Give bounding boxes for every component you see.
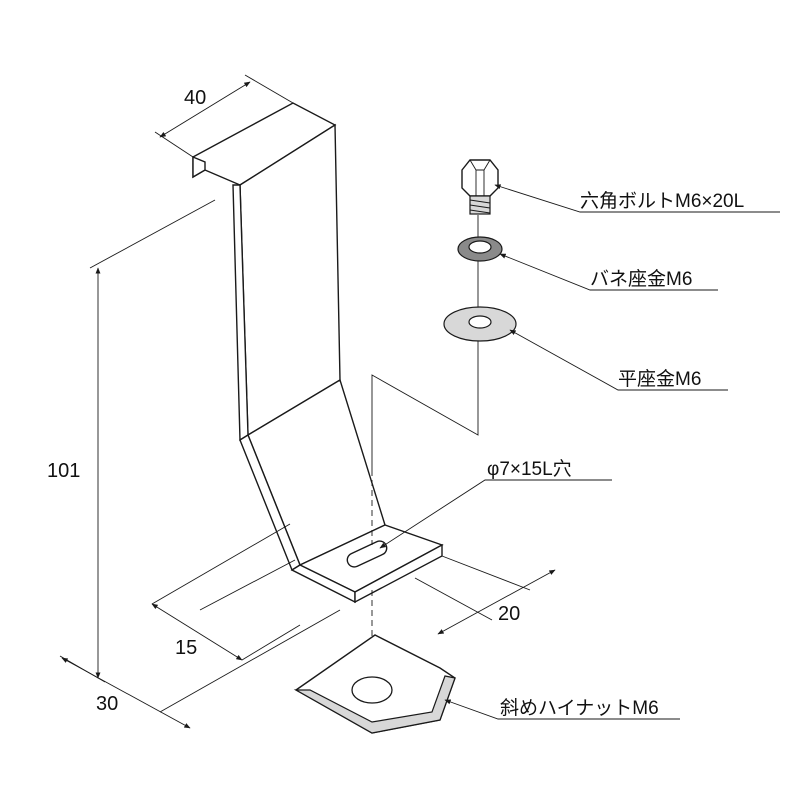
slot-hole-label: φ7×15L穴 bbox=[487, 458, 572, 480]
dimension-101-label: 101 bbox=[47, 460, 80, 482]
flat-washer bbox=[443, 306, 517, 342]
hex-bolt-label: 六角ボルトM6×20L bbox=[580, 190, 744, 212]
leader-flat-washer: 平座金M6 bbox=[509, 329, 728, 391]
flat-washer-label: 平座金M6 bbox=[618, 368, 701, 390]
dimension-40-label: 40 bbox=[184, 87, 206, 109]
leader-slot-hole: φ7×15L穴 bbox=[379, 458, 612, 549]
leader-hex-bolt: 六角ボルトM6×20L bbox=[494, 184, 780, 213]
angled-nut bbox=[293, 634, 456, 734]
dimension-101: 101 bbox=[47, 199, 216, 683]
dimension-30: 30 bbox=[61, 609, 341, 729]
angled-nut-label: 斜めハイナットM6 bbox=[500, 697, 659, 719]
spring-washer-label: バネ座金M6 bbox=[590, 268, 692, 290]
leader-spring-washer: バネ座金M6 bbox=[499, 253, 718, 291]
dimension-20: 20 bbox=[414, 555, 556, 635]
leader-angled-nut: 斜めハイナットM6 bbox=[444, 697, 680, 720]
dimension-15: 15 bbox=[151, 523, 301, 661]
dimension-30-label: 30 bbox=[96, 693, 118, 715]
dimension-15-label: 15 bbox=[175, 637, 197, 659]
hex-bolt bbox=[461, 159, 499, 215]
bracket-hook-lip bbox=[192, 155, 206, 179]
dimension-40: 40 bbox=[154, 74, 294, 158]
spring-washer bbox=[457, 236, 503, 262]
bracket bbox=[192, 102, 444, 604]
dimension-20-label: 20 bbox=[498, 603, 520, 625]
